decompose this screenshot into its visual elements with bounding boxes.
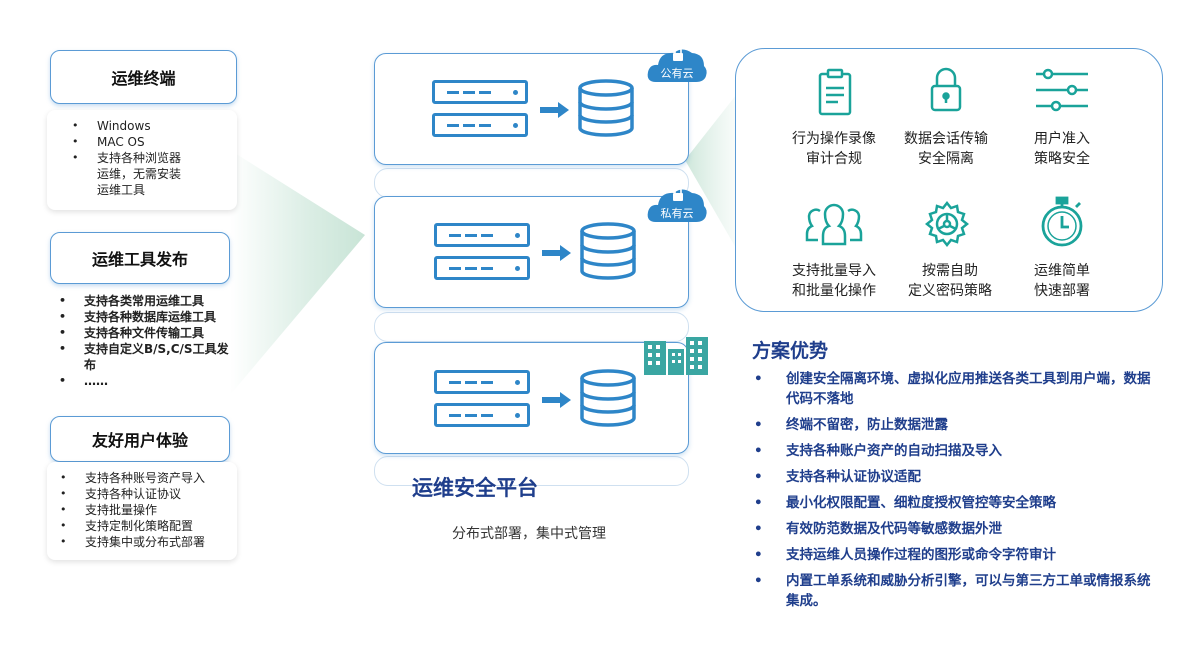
private-cloud-label: 私有云 <box>660 207 694 220</box>
terminal-title-box: 运维终端 <box>50 50 237 104</box>
stack-tab <box>374 312 689 342</box>
database-icon <box>580 222 636 280</box>
ux-title: 友好用户体验 <box>91 431 188 450</box>
database-icon <box>578 79 634 137</box>
list-item: Windows <box>72 118 181 134</box>
sliders-icon <box>1036 68 1088 112</box>
private-cloud-badge: 私有云 <box>646 184 708 224</box>
advantages-title: 方案优势 <box>752 340 829 362</box>
list-item: 支持批量操作 <box>60 502 205 518</box>
stack-tab <box>374 456 689 486</box>
tools-title-box: 运维工具发布 <box>50 232 230 284</box>
server-card-private <box>374 196 689 308</box>
arrow-right-icon <box>540 102 569 118</box>
arrow-right-icon <box>542 392 571 408</box>
list-item: 支持各种账号资产导入 <box>60 470 205 486</box>
list-item: 终端不留密，防止数据泄露 <box>754 415 1156 435</box>
stack-tab <box>374 168 689 198</box>
ux-card: 支持各种账号资产导入 支持各种认证协议 支持批量操作 支持定制化策略配置 支持集… <box>47 462 237 560</box>
cloud-lock-icon <box>647 186 707 222</box>
feature-label: 行为操作录像 审计合规 <box>792 131 876 167</box>
terminal-list: Windows MAC OS 支持各种浏览器 运维，无需安装 运维工具 <box>72 118 181 198</box>
list-item: 创建安全隔离环境、虚拟化应用推送各类工具到用户端，数据代码不落地 <box>754 369 1156 409</box>
terminal-card: Windows MAC OS 支持各种浏览器 运维，无需安装 运维工具 <box>47 110 237 210</box>
stopwatch-icon <box>1041 196 1083 247</box>
list-item: MAC OS <box>72 134 181 150</box>
list-item: 支持各种浏览器 运维，无需安装 运维工具 <box>72 150 181 198</box>
list-item: 最小化权限配置、细粒度授权管控等安全策略 <box>754 493 1156 513</box>
cloud-lock-icon <box>647 46 707 82</box>
terminal-title: 运维终端 <box>111 69 176 88</box>
list-item: 支持自定义B/S,C/S工具发 布 <box>59 341 254 373</box>
feature-label: 支持批量导入 和批量化操作 <box>792 263 876 299</box>
list-item: 支持定制化策略配置 <box>60 518 205 534</box>
clipboard-icon <box>818 68 852 116</box>
list-item: 内置工单系统和威胁分析引擎，可以与第三方工单或情报系统集成。 <box>754 571 1156 611</box>
arrow-right-icon <box>542 245 571 261</box>
feature-label: 用户准入 策略安全 <box>1034 131 1090 167</box>
list-item: …… <box>59 373 254 389</box>
tools-title: 运维工具发布 <box>91 250 188 269</box>
list-item: 支持集中或分布式部署 <box>60 534 205 550</box>
feature-label: 按需自助 定义密码策略 <box>908 263 992 299</box>
platform-subtitle: 分布式部署，集中式管理 <box>452 526 606 542</box>
list-item: 支持各种数据库运维工具 <box>59 309 254 325</box>
list-item: 有效防范数据及代码等敏感数据外泄 <box>754 519 1156 539</box>
list-item: 支持各种账户资产的自动扫描及导入 <box>754 441 1156 461</box>
server-card-onprem <box>374 342 689 454</box>
features-panel <box>735 48 1163 312</box>
database-icon <box>580 369 636 427</box>
list-item: 支持各种认证协议 <box>60 486 205 502</box>
glow-left <box>230 150 365 395</box>
buildings-icon <box>644 337 708 375</box>
feature-label: 数据会话传输 安全隔离 <box>904 131 988 167</box>
ux-title-box: 友好用户体验 <box>50 416 230 462</box>
feature-label: 运维简单 快速部署 <box>1034 263 1090 299</box>
gear-icon <box>925 200 969 248</box>
public-cloud-label: 公有云 <box>660 67 694 80</box>
server-card-public <box>374 53 689 165</box>
advantages-list: 创建安全隔离环境、虚拟化应用推送各类工具到用户端，数据代码不落地 终端不留密，防… <box>754 369 1156 617</box>
list-item: 支持各类常用运维工具 <box>59 293 254 309</box>
users-icon <box>805 203 863 246</box>
tools-list: 支持各类常用运维工具 支持各种数据库运维工具 支持各种文件传输工具 支持自定义B… <box>59 293 254 389</box>
list-item: 支持各种认证协议适配 <box>754 467 1156 487</box>
platform-title: 运维安全平台 <box>412 476 538 500</box>
list-item: 支持各种文件传输工具 <box>59 325 254 341</box>
list-item: 支持运维人员操作过程的图形或命令字符审计 <box>754 545 1156 565</box>
public-cloud-badge: 公有云 <box>646 44 708 84</box>
ux-list: 支持各种账号资产导入 支持各种认证协议 支持批量操作 支持定制化策略配置 支持集… <box>60 470 205 550</box>
lock-icon <box>930 67 962 112</box>
